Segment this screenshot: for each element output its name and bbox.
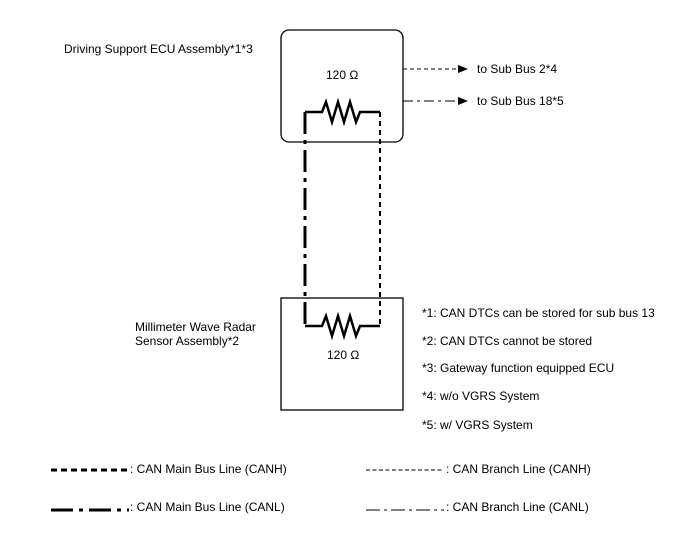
note-3: *3: Gateway function equipped ECU: [422, 361, 615, 375]
sensor-box: [280, 297, 404, 411]
sensor-label-line2: Sensor Assembly*2: [135, 334, 240, 348]
resistor-top-label: 120 Ω: [326, 68, 359, 82]
sub-bus-18-arrowhead: [458, 97, 468, 105]
resistor-bottom-zigzag: [305, 311, 380, 341]
note-4: *4: w/o VGRS System: [422, 389, 540, 403]
ecu-label: Driving Support ECU Assembly*1*3: [64, 42, 253, 56]
note-2: *2: CAN DTCs cannot be stored: [422, 334, 593, 348]
resistor-bottom-label: 120 Ω: [327, 348, 360, 362]
sub-bus-2-label: to Sub Bus 2*4: [477, 62, 558, 76]
note-5: *5: w/ VGRS System: [422, 418, 533, 432]
legend-main-canh-label: : CAN Main Bus Line (CANH): [130, 462, 287, 476]
sensor-label-line1: Millimeter Wave Radar: [135, 320, 256, 334]
sub-bus-2-arrowhead: [458, 65, 468, 73]
resistor-top-zigzag: [305, 97, 380, 127]
ecu-box: [280, 29, 404, 143]
note-1: *1: CAN DTCs can be stored for sub bus 1…: [422, 306, 655, 320]
legend-branch-canl-label: : CAN Branch Line (CANL): [446, 500, 589, 514]
legend-main-canl-label: : CAN Main Bus Line (CANL): [130, 500, 285, 514]
legend-branch-canh-label: : CAN Branch Line (CANH): [446, 462, 591, 476]
sub-bus-18-label: to Sub Bus 18*5: [477, 94, 564, 108]
